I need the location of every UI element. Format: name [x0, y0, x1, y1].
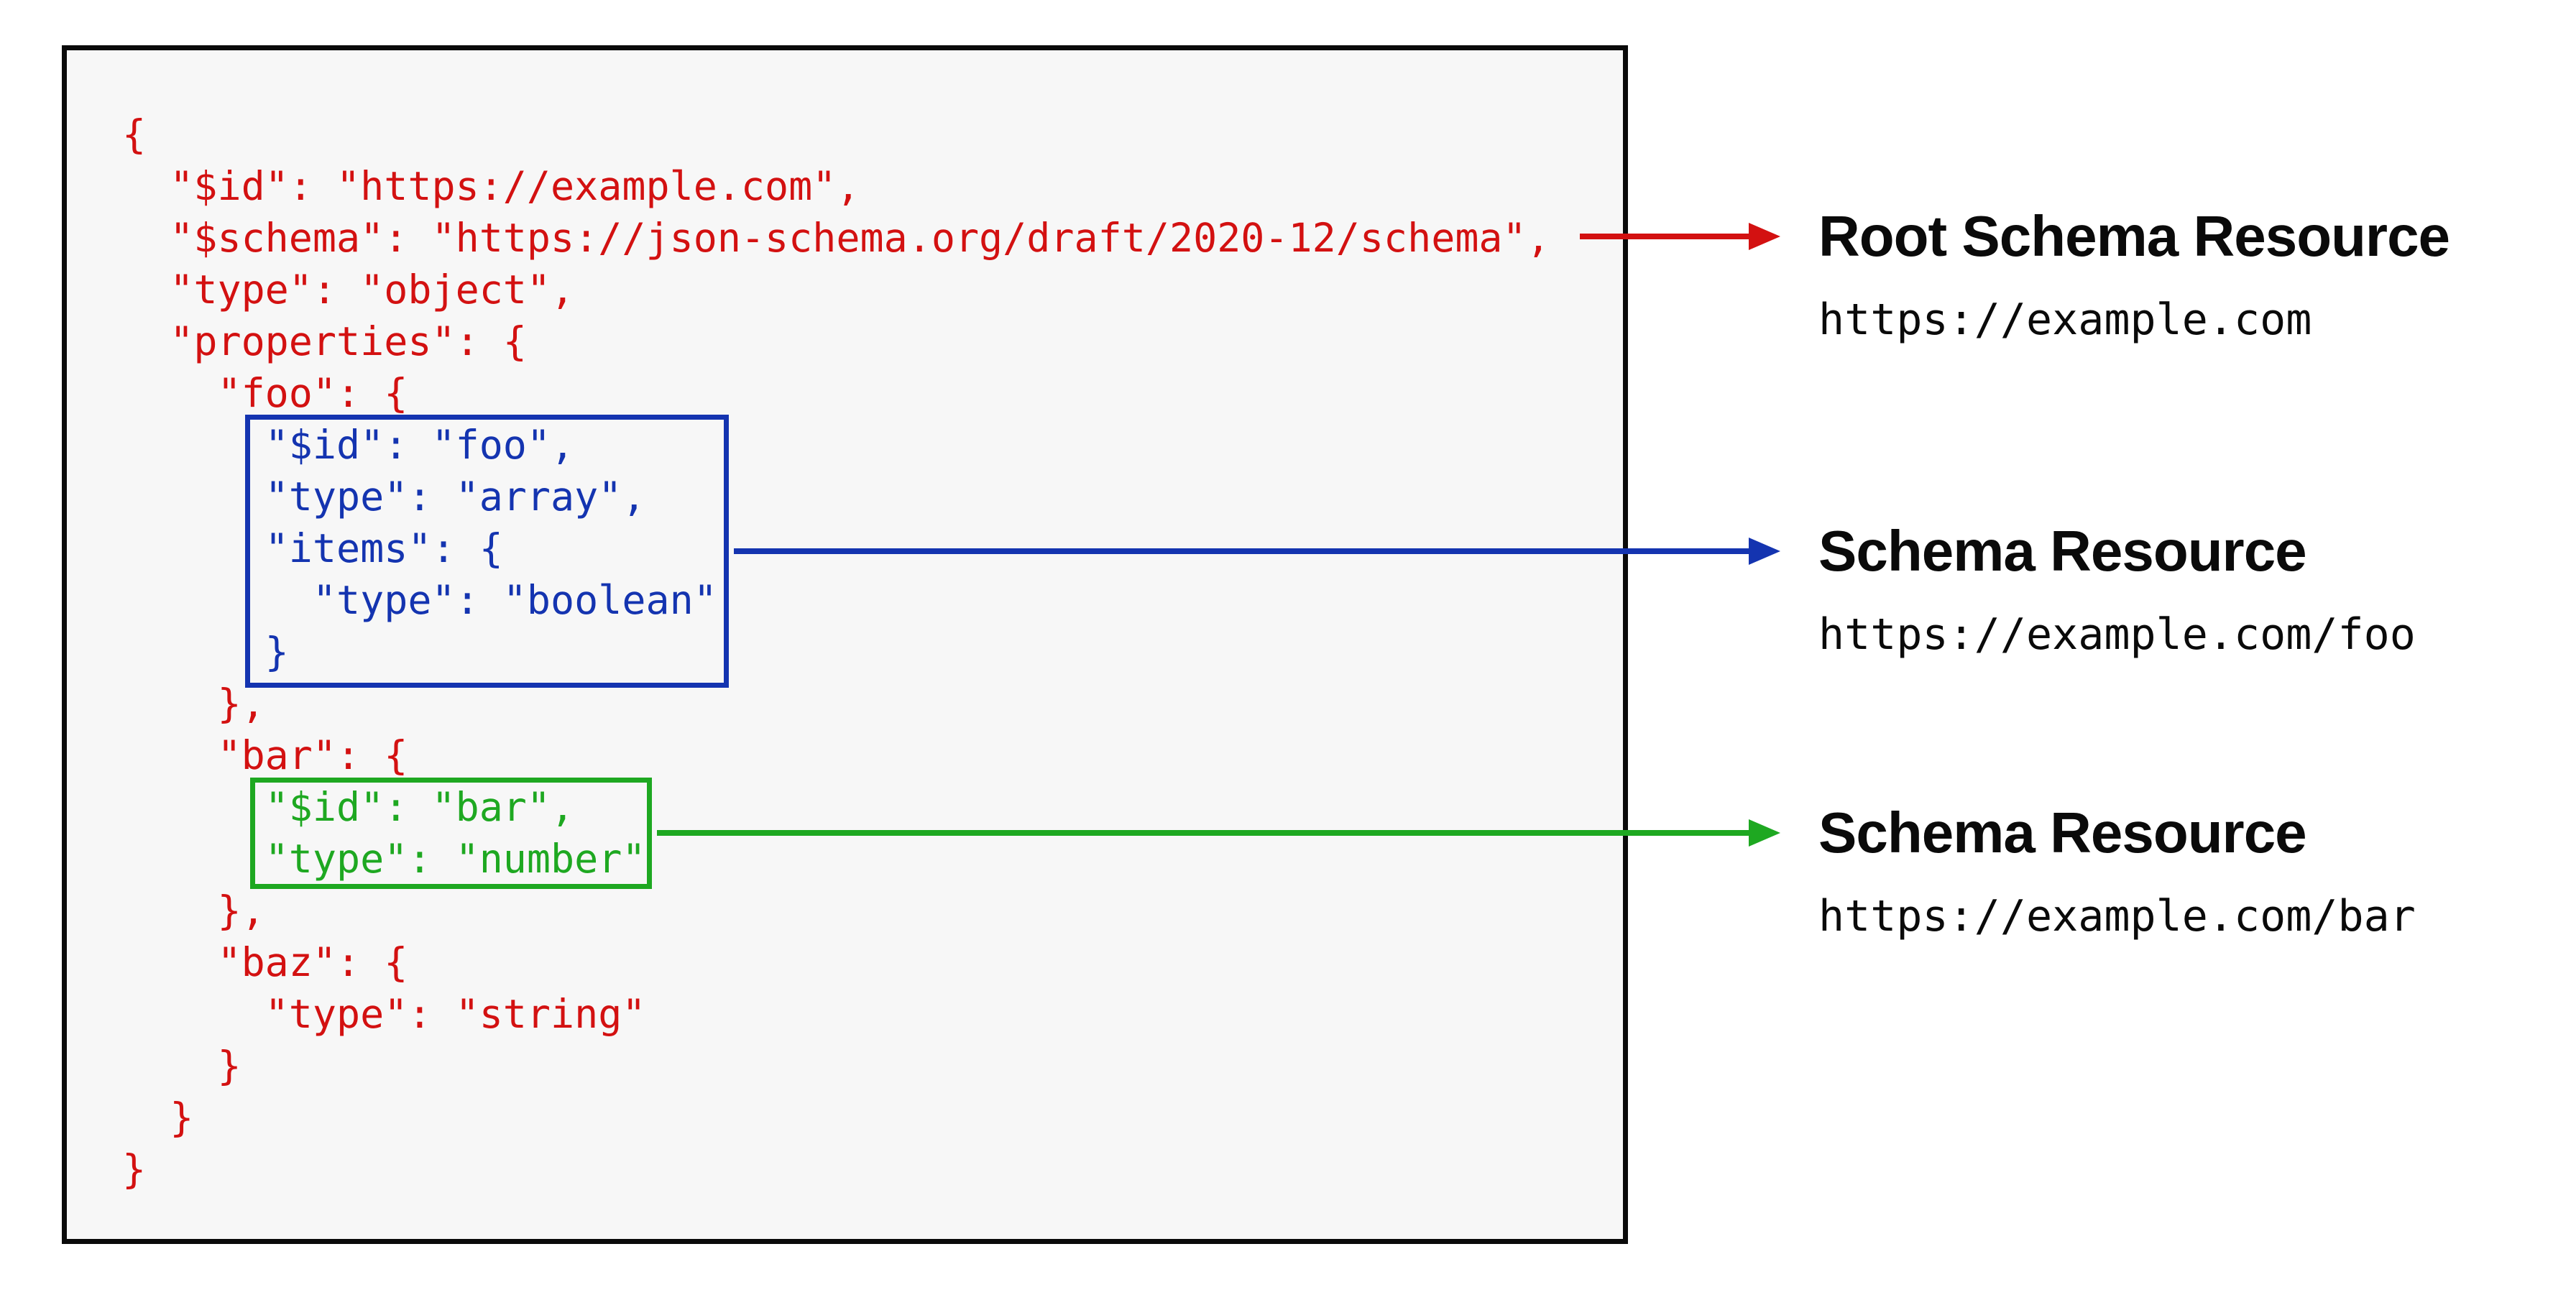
foo-schema-arrow-line	[734, 548, 1749, 554]
code-line: "baz": {	[122, 939, 408, 985]
annotation-url: https://example.com/bar	[1818, 891, 2416, 941]
code-line: "type": "object",	[122, 267, 575, 313]
annotation-foo-schema-resource: Schema Resource https://example.com/foo	[1818, 511, 2416, 663]
code-line: {	[122, 111, 147, 157]
json-code: { "$id": "https://example.com", "$schema…	[122, 109, 1550, 1195]
code-line: "bar": {	[122, 732, 408, 778]
code-line: "$schema": "https://json-schema.org/draf…	[122, 215, 1550, 261]
code-line: }	[122, 1146, 147, 1192]
code-line: "$id": "https://example.com",	[122, 163, 860, 209]
annotation-title: Schema Resource	[1818, 519, 2307, 583]
code-line: }	[122, 1043, 242, 1089]
annotation-bar-schema-resource: Schema Resource https://example.com/bar	[1818, 793, 2416, 945]
code-line: "$id": "bar",	[122, 784, 575, 830]
code-line: "items": {	[122, 525, 503, 571]
code-line: "type": "number"	[122, 836, 646, 882]
code-line: "type": "array",	[122, 474, 646, 520]
code-line: "properties": {	[122, 318, 527, 364]
annotation-url: https://example.com/foo	[1818, 609, 2416, 660]
code-line: }	[122, 1094, 194, 1140]
foo-schema-resource-highlight-box	[245, 415, 729, 688]
code-line: },	[122, 681, 265, 727]
code-line: },	[122, 888, 265, 934]
schema-code-panel: { "$id": "https://example.com", "$schema…	[62, 45, 1628, 1244]
annotation-title: Root Schema Resource	[1818, 204, 2450, 268]
bar-schema-resource-highlight-box	[250, 778, 652, 889]
annotation-url: https://example.com	[1818, 295, 2312, 345]
root-schema-arrow-line	[1580, 234, 1749, 239]
code-line: "foo": {	[122, 370, 408, 416]
annotation-title: Schema Resource	[1818, 801, 2307, 865]
root-schema-arrowhead-icon	[1749, 223, 1780, 250]
bar-schema-arrowhead-icon	[1749, 819, 1780, 847]
code-line: "type": "string"	[122, 991, 646, 1037]
annotation-root-schema-resource: Root Schema Resource https://example.com	[1818, 196, 2450, 349]
code-line: }	[122, 629, 289, 675]
code-line: "$id": "foo",	[122, 422, 575, 468]
bar-schema-arrow-line	[657, 830, 1749, 836]
foo-schema-arrowhead-icon	[1749, 538, 1780, 565]
code-line: "type": "boolean"	[122, 577, 717, 623]
